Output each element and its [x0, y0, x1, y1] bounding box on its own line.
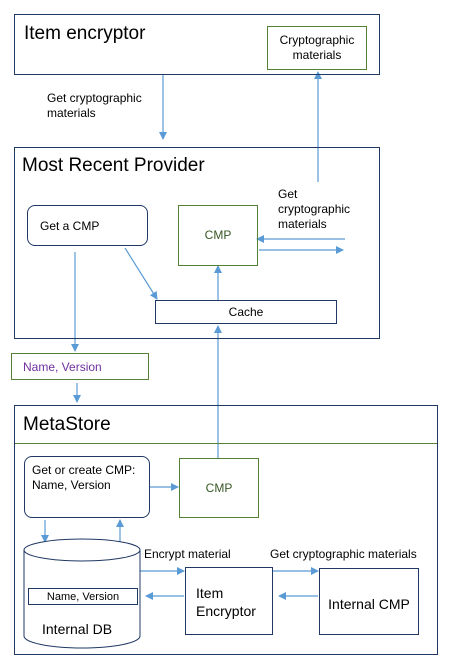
get-crypto-materials-label-1: Get cryptographic materials [47, 91, 142, 120]
metastore-title: MetaStore [23, 414, 111, 435]
metastore-divider [15, 443, 437, 444]
get-crypto-materials-label-3: Get cryptographic materials [270, 547, 417, 561]
cryptographic-materials-box: Cryptographic materials [267, 26, 367, 70]
arrow-get-cmp-to-cache [124, 247, 158, 300]
get-a-cmp-box: Get a CMP [27, 205, 148, 246]
name-version-box: Name, Version [11, 353, 149, 380]
encrypt-material-label: Encrypt material [144, 547, 231, 561]
most-recent-provider-container: Most Recent Provider [14, 147, 380, 339]
item-encryptor-title: Item encryptor [24, 23, 146, 44]
internal-db-cylinder-icon [23, 538, 141, 649]
get-or-create-cmp-box: Get or create CMP: Name, Version [24, 456, 150, 518]
metastore-container: MetaStore [14, 405, 438, 655]
db-record-box: Name, Version [28, 588, 138, 605]
metastore-cmp-box: CMP [179, 458, 259, 518]
item-encryptor-container: Item encryptor Cryptographic materials [14, 14, 380, 75]
provider-cmp-box: CMP [178, 205, 258, 266]
get-crypto-materials-label-2: Get cryptographic materials [278, 187, 351, 231]
internal-cmp-box: Internal CMP [319, 568, 419, 635]
internal-db-label: Internal DB [42, 621, 113, 637]
item-encryptor-box: Item Encryptor [185, 567, 273, 635]
most-recent-provider-title: Most Recent Provider [22, 155, 205, 176]
cache-box: Cache [155, 300, 337, 324]
